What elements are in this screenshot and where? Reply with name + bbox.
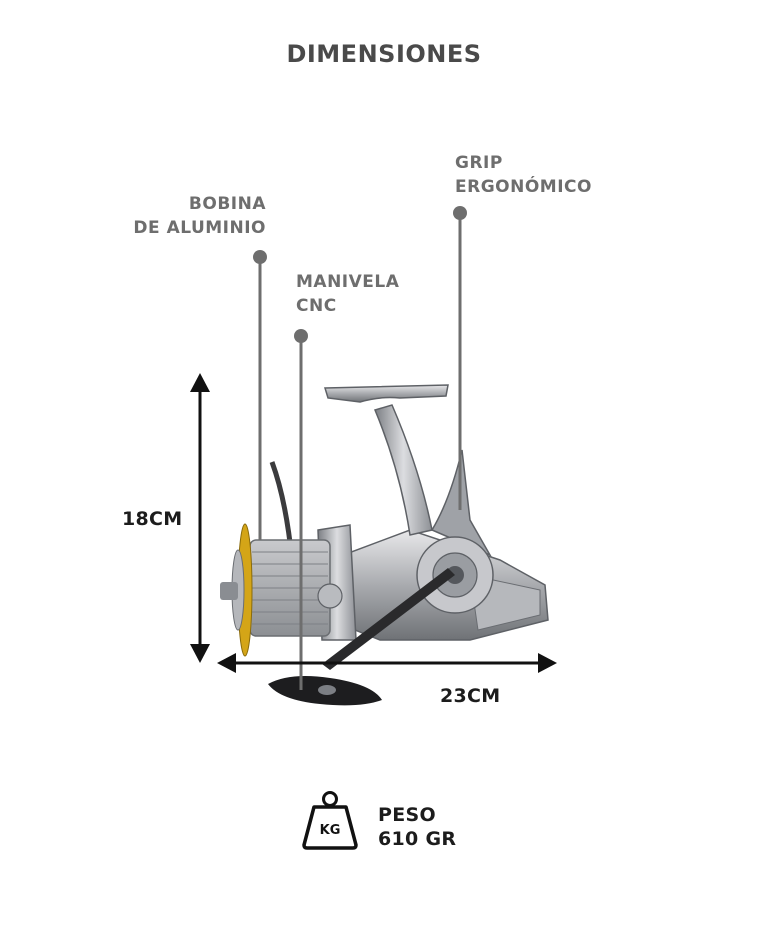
callout-bobina-line1: BOBINA bbox=[188, 194, 266, 214]
kg-icon-text: KG bbox=[320, 823, 341, 838]
callout-grip-dot bbox=[453, 206, 467, 220]
weight-value: 610 GR bbox=[378, 828, 457, 850]
callout-bobina-label: BOBINA DE ALUMINIO bbox=[110, 192, 266, 240]
callout-grip-label: GRIP ERGONÓMICO bbox=[455, 151, 592, 199]
weight-kg-icon: KG bbox=[302, 791, 358, 850]
callout-manivela-line2: CNC bbox=[296, 296, 337, 316]
callout-manivela-line1: MANIVELA bbox=[296, 272, 400, 292]
width-dimension-label: 23CM bbox=[440, 685, 501, 707]
callout-bobina-line2: DE ALUMINIO bbox=[133, 218, 266, 238]
weight-info: PESO 610 GR bbox=[378, 803, 456, 851]
page-title: DIMENSIONES bbox=[286, 40, 482, 68]
callout-grip-line2: ERGONÓMICO bbox=[455, 177, 592, 197]
callout-bobina-dot bbox=[253, 250, 267, 264]
callout-manivela-dot bbox=[294, 329, 308, 343]
callout-grip-line1: GRIP bbox=[455, 153, 503, 173]
height-arrow bbox=[190, 373, 210, 663]
callout-manivela-label: MANIVELA CNC bbox=[296, 270, 399, 318]
callout-lines bbox=[253, 206, 467, 690]
width-arrow bbox=[217, 653, 557, 673]
height-dimension-label: 18CM bbox=[122, 508, 183, 530]
weight-label: PESO bbox=[378, 804, 436, 826]
fishing-reel-image bbox=[220, 384, 549, 706]
